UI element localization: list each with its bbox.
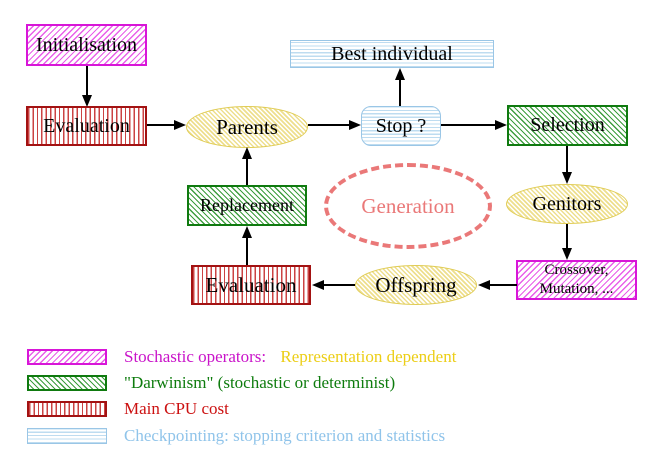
node-offspring: Offspring <box>355 265 477 305</box>
node-selection: Selection <box>507 105 628 146</box>
legend-swatch-cyan-lines <box>27 428 107 444</box>
node-crossover-mutation: Crossover, Mutation, ... <box>516 260 637 300</box>
node-evaluation-bottom-label: Evaluation <box>205 272 297 297</box>
legend-label-stochastic-operators: Stochastic operators: <box>124 347 267 366</box>
node-crossover-line2: Mutation, ... <box>539 281 614 297</box>
legend-swatch-green-hatch <box>27 375 107 391</box>
generation-label: Generation <box>361 193 455 218</box>
node-best-individual-label: Best individual <box>331 42 453 65</box>
legend-row-checkpointing: Checkpointing: stopping criterion and st… <box>27 426 445 446</box>
legend-row-main-cpu-cost: Main CPU cost <box>27 399 229 419</box>
node-stop: Stop ? <box>361 106 441 146</box>
node-selection-label: Selection <box>530 114 605 136</box>
node-best-individual: Best individual <box>290 40 494 68</box>
node-genitors: Genitors <box>506 184 628 224</box>
node-replacement-label: Replacement <box>200 195 294 215</box>
legend-swatch-red-lines <box>27 401 107 417</box>
legend-text-stochastic: Stochastic operators: Representation dep… <box>124 347 456 367</box>
node-parents-label: Parents <box>216 114 278 139</box>
node-stop-label: Stop ? <box>375 114 427 137</box>
legend-row-stochastic-operators: Stochastic operators: Representation dep… <box>27 347 456 367</box>
node-initialisation: Initialisation <box>26 24 147 66</box>
node-crossover-line1: Crossover, <box>544 262 609 279</box>
legend-label-representation-dependent: Representation dependent <box>280 347 457 366</box>
node-genitors-label: Genitors <box>532 192 602 215</box>
node-evaluation-top-label: Evaluation <box>43 114 130 137</box>
node-evaluation-top: Evaluation <box>26 106 147 146</box>
node-evaluation-bottom: Evaluation <box>191 265 311 305</box>
legend-label-checkpointing: Checkpointing: stopping criterion and st… <box>124 426 446 445</box>
node-initialisation-label: Initialisation <box>35 33 138 56</box>
legend-label-darwinism: "Darwinism" (stochastic or determinist) <box>124 373 396 392</box>
legend-label-main-cpu-cost: Main CPU cost <box>124 399 229 418</box>
generation-loop-ellipse: Generation <box>324 163 492 249</box>
node-offspring-label: Offspring <box>375 272 457 297</box>
legend-row-darwinism: "Darwinism" (stochastic or determinist) <box>27 373 395 393</box>
node-parents: Parents <box>186 106 308 148</box>
legend-swatch-magenta-hatch <box>27 349 107 365</box>
node-replacement: Replacement <box>187 185 307 226</box>
